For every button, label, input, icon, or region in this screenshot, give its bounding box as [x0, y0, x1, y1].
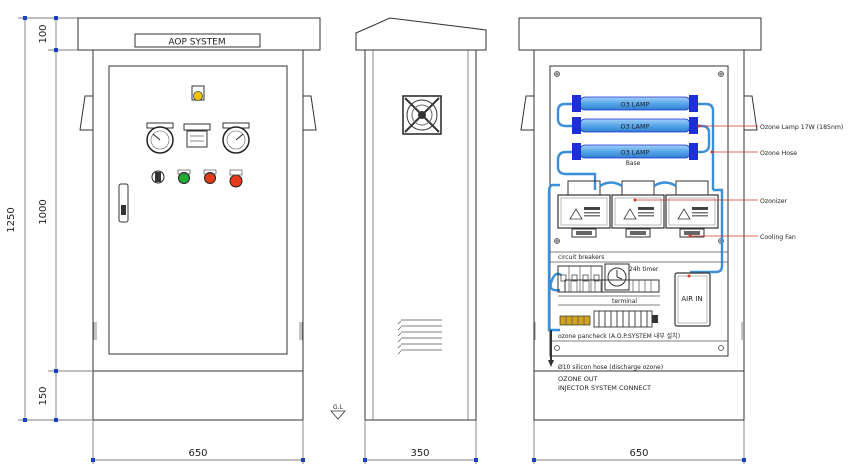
o3-lamp-2-label: O3 LAMP: [620, 123, 649, 131]
dimension-height-group: 1250 100 1000 150: [6, 16, 92, 422]
bottom-dimensions: 650 350 650: [91, 420, 746, 464]
left-hanger: [79, 95, 93, 131]
o3-lamp-3: O3 LAMP: [572, 143, 698, 160]
red-indicator-icon: [204, 172, 216, 184]
side-louver: [397, 319, 442, 355]
o3-lamp-1: O3 LAMP: [572, 95, 698, 112]
breakers-label: circuit breakers: [558, 254, 604, 261]
dim-total-height: 1250: [6, 207, 17, 232]
side-roof: [355, 17, 487, 51]
center-meter: [183, 123, 211, 148]
title-plate: [134, 33, 261, 48]
title-plate-text: AOP SYSTEM: [168, 38, 225, 48]
dim-top-height: 100: [38, 24, 49, 43]
ozone-out-label: OZONE OUT: [558, 375, 598, 383]
air-in-unit: AIR IN: [674, 272, 711, 327]
terminal-label: terminal: [612, 298, 637, 305]
ozone-hose: [547, 102, 724, 332]
yellow-indicator-icon: [193, 91, 203, 101]
callout-lamp: Ozone Lamp 17W (185nm): [760, 124, 843, 131]
right-hanger: [303, 95, 317, 131]
rear-view: O3 LAMP O3 LAMP O3 LAMP Base: [518, 17, 762, 421]
side-fan-icon: [402, 95, 442, 135]
ozonizer-2: [611, 180, 665, 238]
callout-dots: [633, 124, 714, 238]
dim-base-height: 150: [38, 386, 49, 405]
callout-hose: Ozone Hose: [760, 150, 797, 157]
timer-label: 24h timer: [629, 266, 659, 273]
ozonizer-3: [665, 180, 719, 238]
base-label: Base: [626, 160, 641, 167]
door-handle: [118, 183, 129, 223]
front-view: AOP SYSTEM: [77, 17, 321, 421]
rear-roof: [518, 17, 762, 51]
ozone-pancheck: [559, 310, 658, 328]
pancheck-label: ozone pancheck (A.O.P.SYSTEM 내부 설치): [558, 332, 680, 340]
emergency-stop-icon: [229, 174, 243, 188]
callout-ozonizer: Ozonizer: [760, 198, 788, 205]
green-indicator-icon: [178, 172, 190, 184]
dim-rear-width: 650: [629, 448, 648, 459]
rear-right-hanger: [744, 95, 758, 131]
front-door: [108, 65, 288, 355]
callout-fan: Cooling Fan: [760, 234, 796, 241]
right-gauge: [222, 122, 250, 154]
dim-body-height: 1000: [38, 199, 49, 224]
o3-lamp-1-label: O3 LAMP: [620, 101, 649, 109]
ozonizer-group: [557, 180, 719, 238]
ground-level-mark: G.L: [330, 404, 346, 420]
o3-lamp-3-label: O3 LAMP: [620, 149, 649, 157]
dim-front-width: 650: [188, 448, 207, 459]
side-view: [355, 17, 487, 421]
front-base: [92, 370, 304, 421]
silicon-hose-label: Ø10 silicon hose (discharge ozone): [558, 364, 663, 371]
air-in-label: AIR IN: [681, 295, 702, 303]
front-side-vents: [93, 322, 303, 340]
ozonizer-1: [557, 180, 611, 238]
key-switch: [151, 170, 165, 184]
rear-base: [533, 370, 745, 421]
left-gauge: [146, 122, 174, 154]
o3-lamp-2: O3 LAMP: [572, 117, 698, 134]
discharge-arrow-icon: [548, 360, 554, 367]
timer-24h: [604, 263, 630, 291]
injector-label: INJECTOR SYSTEM CONNECT: [558, 384, 651, 392]
callout-leaders: [635, 125, 758, 237]
ground-label: G.L: [333, 404, 344, 411]
rear-left-hanger: [520, 95, 534, 131]
side-body: [364, 49, 477, 421]
dim-side-width: 350: [410, 448, 429, 459]
terminal-block: [564, 279, 660, 293]
